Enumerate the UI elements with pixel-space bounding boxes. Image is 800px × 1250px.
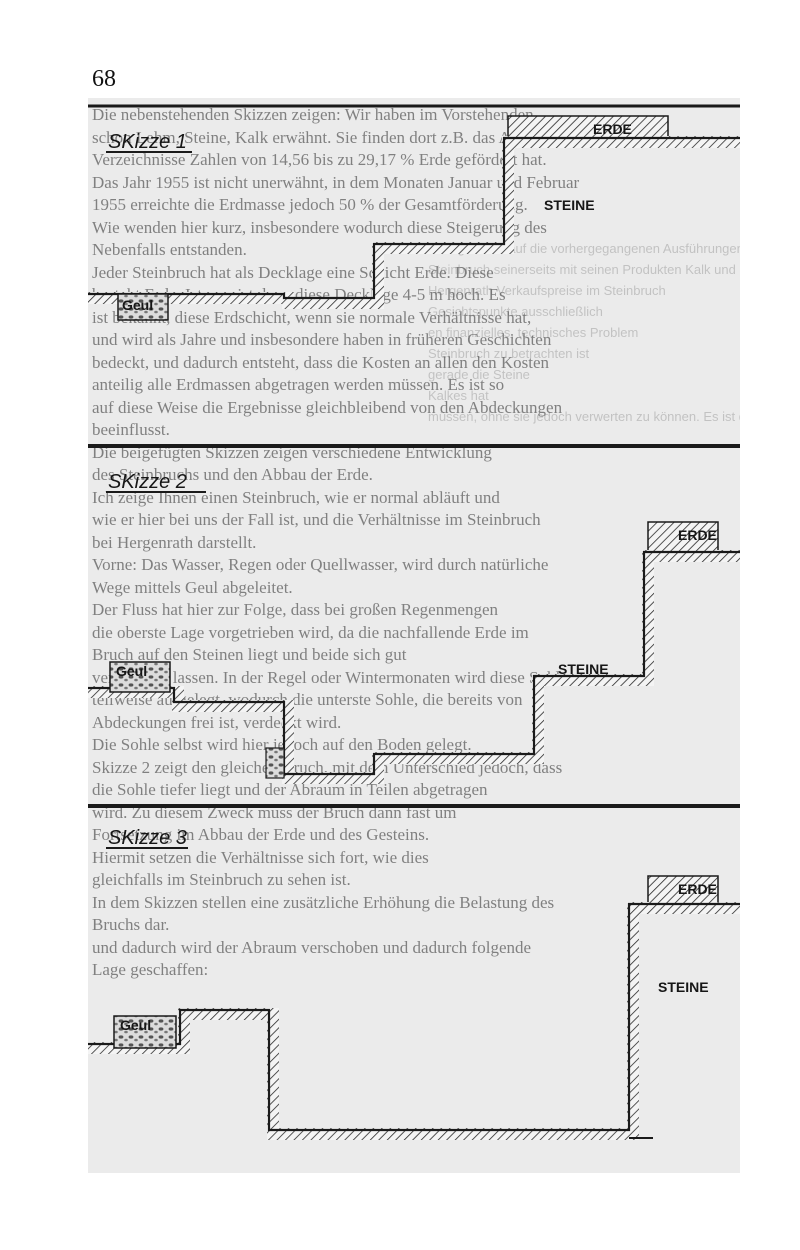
sketch-3-steine-label: STEINE (658, 979, 709, 995)
show-through-line: Bruchs dar. (92, 915, 170, 934)
sketch-2-geul-pit (109, 661, 171, 693)
show-through-line: Hiermit setzen die Verhältnisse sich for… (92, 847, 429, 867)
photo-plate: Die nebenstehenden Skizzen zeigen: Wir h… (88, 98, 740, 1173)
bleed-through-line: müssen, ohne sie jedoch verwerten zu kön… (428, 409, 740, 424)
show-through-line: des Steinbruchs und den Abbau der Erde. (92, 465, 373, 484)
show-through-line: Der Fluss hat hier zur Folge, dass bei g… (92, 600, 499, 619)
sketch-2-erde-layer (647, 521, 719, 553)
sketch-2-profile-line (88, 550, 740, 776)
sketch-1-profile-band (88, 136, 740, 309)
sketch-1-title: SKizze 1 (108, 131, 187, 153)
show-through-line: 1955 erreichte die Erdmasse jedoch 50 % … (92, 195, 528, 214)
show-through-line: In dem Skizzen stellen eine zusätzliche … (92, 892, 555, 912)
sketch-3-geul-label: Geul (120, 1017, 151, 1033)
bleed-through-line: Steinbruch zu betrachten ist (428, 346, 590, 361)
show-through-line: Die nebenstehenden Skizzen zeigen: Wir h… (92, 105, 534, 124)
show-through-line: die oberste Lage vorgetrieben wird, da d… (92, 622, 529, 642)
sketch-2: SKizze 2 ERDE Geul STEINE (88, 471, 740, 808)
sketch-2-title: SKizze 2 (108, 471, 187, 493)
sketch-2-geul-label: Geul (116, 663, 147, 679)
show-through-text: Die nebenstehenden Skizzen zeigen: Wir h… (88, 98, 740, 982)
show-through-line: Wie wenden hier kurz, insbesondere wodur… (92, 217, 547, 237)
quarry-sketches: SKizze 1 ERDE Geul STEINE SKizze 2 ERDE (88, 104, 740, 1140)
show-through-line: schon Lehm, Steine, Kalk erwähnt. Sie fi… (92, 127, 531, 147)
show-through-line: Das Jahr 1955 ist nicht unerwähnt, in de… (92, 172, 580, 192)
sketch-2-profile-band (88, 550, 740, 784)
show-through-line: Vorne: Das Wasser, Regen oder Quellwasse… (92, 555, 549, 574)
show-through-line: Lage geschaffen: (92, 960, 209, 979)
sketch-3: SKizze 3 ERDE Geul STEINE (88, 827, 740, 1140)
sketch-1: SKizze 1 ERDE Geul STEINE (88, 104, 740, 448)
sketch-3-title: SKizze 3 (108, 827, 187, 849)
show-through-line: beeinflusst. (92, 420, 170, 439)
sketch-1-steine-label: STEINE (544, 197, 595, 213)
show-through-line: Abdeckungen frei ist, verdeckt wird. (92, 712, 342, 732)
show-through-line: gleichfalls im Steinbruch zu sehen ist. (92, 870, 351, 889)
show-through-line: auf diese Weise die Ergebnisse gleichble… (92, 397, 563, 417)
sketch-1-geul-label: Geul (122, 297, 153, 313)
sketch-1-geul-pit (117, 293, 169, 321)
show-through-line: Wege mittels Geul abgeleitet. (92, 577, 293, 597)
show-through-line: und dadurch wird der Abraum verschoben u… (92, 937, 532, 957)
show-through-line: verarbeiten lassen. In der Regel oder Wi… (92, 667, 568, 687)
show-through-line: wie er hier bei uns der Fall ist, und di… (92, 510, 541, 529)
show-through-line: bedeckt, und dadurch entsteht, dass die … (92, 352, 549, 372)
sketch-2-erde-label: ERDE (678, 527, 717, 543)
bleed-through-line: Steinbruch seinerseits mit seinen Produk… (428, 262, 740, 277)
sketch-1-profile-line (88, 136, 740, 300)
sketch-2-steine-label: STEINE (558, 661, 609, 677)
sketch-1-erde-label: ERDE (593, 121, 632, 137)
show-through-line: Jeder Steinbruch hat als Decklage eine S… (92, 262, 494, 282)
show-through-line: anteilig alle Erdmassen abgetragen werde… (92, 375, 505, 394)
sketch-3-profile-line (88, 902, 740, 1132)
show-through-line: bei Hergenrath darstellt. (92, 532, 257, 552)
sketch-3-erde-label: ERDE (678, 881, 717, 897)
show-through-line: Verzeichnisse Zahlen von 14,56 bis zu 29… (92, 150, 547, 169)
show-through-line: Die Sohle selbst wird hier jedoch auf de… (92, 735, 472, 754)
bleed-through-line: Kalkes hat (428, 388, 489, 403)
bleed-through-line: Gesichtspunkte ausschließlich (428, 304, 603, 319)
bleed-through-line: gerade die Steine (428, 367, 530, 382)
show-through-line: die Sohle tiefer liegt und der Abraum in… (92, 780, 488, 799)
show-through-line: Bruch auf den Steinen liegt und beide si… (92, 645, 407, 664)
sketch-3-geul-pit (113, 1015, 177, 1049)
sketch-2-sump (265, 747, 285, 779)
show-through-line: und wird als Jahre und insbesondere habe… (92, 330, 552, 349)
sketch-3-profile-band (88, 902, 740, 1140)
show-through-line: Fortsetzung im Abbau der Erde und des Ge… (92, 825, 430, 844)
bleed-through-line: en finanzielles, technisches Problem (428, 325, 639, 340)
show-through-line: Nebenfalls entstanden. (92, 240, 247, 259)
page-number: 68 (92, 66, 116, 92)
bleed-through-line: Hergenrath Verkaufspreise im Steinbruch (428, 283, 666, 298)
show-through-line: ist bekannt, diese Erdschicht, wenn sie … (92, 307, 532, 327)
